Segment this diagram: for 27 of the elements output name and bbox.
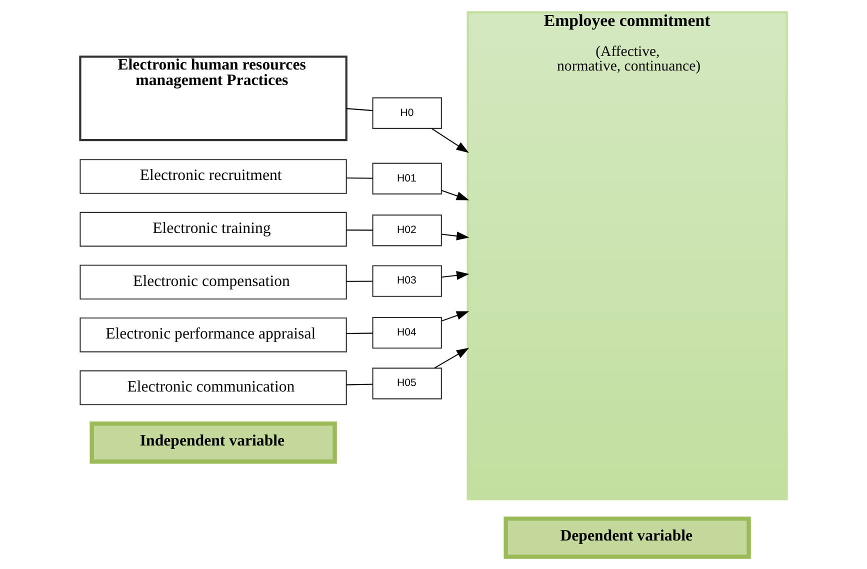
- node-box: Electronic communication: [80, 370, 347, 406]
- node-box: Independent variable: [90, 422, 337, 464]
- connector: [346, 230, 373, 231]
- node-box: H03: [372, 265, 442, 297]
- node-box: H02: [372, 214, 442, 246]
- arrow: [442, 190, 470, 200]
- node-box: H05: [372, 368, 442, 400]
- arrow: [432, 128, 469, 153]
- node-box: Electronic recruitment: [80, 159, 347, 194]
- arrow: [442, 232, 470, 240]
- connector: [346, 280, 373, 282]
- node-box: Electronic human resources management Practices: [79, 56, 348, 142]
- node-box: Employee commitment (Affective, normative, continuance): [466, 11, 788, 500]
- connector: [346, 332, 373, 334]
- connector: [346, 108, 373, 112]
- connector: [346, 384, 373, 386]
- node-box: H01: [372, 162, 442, 194]
- arrow: [442, 271, 470, 280]
- connector: [346, 177, 373, 179]
- arrow: [434, 348, 470, 369]
- node-box: Electronic training: [80, 212, 347, 247]
- node-box: Electronic compensation: [80, 264, 347, 300]
- node-box: H0: [372, 97, 442, 129]
- node-box: H04: [372, 316, 442, 349]
- node-box: Electronic performance appraisal: [80, 318, 347, 352]
- arrow: [442, 311, 470, 322]
- node-box: Dependent variable: [504, 516, 751, 559]
